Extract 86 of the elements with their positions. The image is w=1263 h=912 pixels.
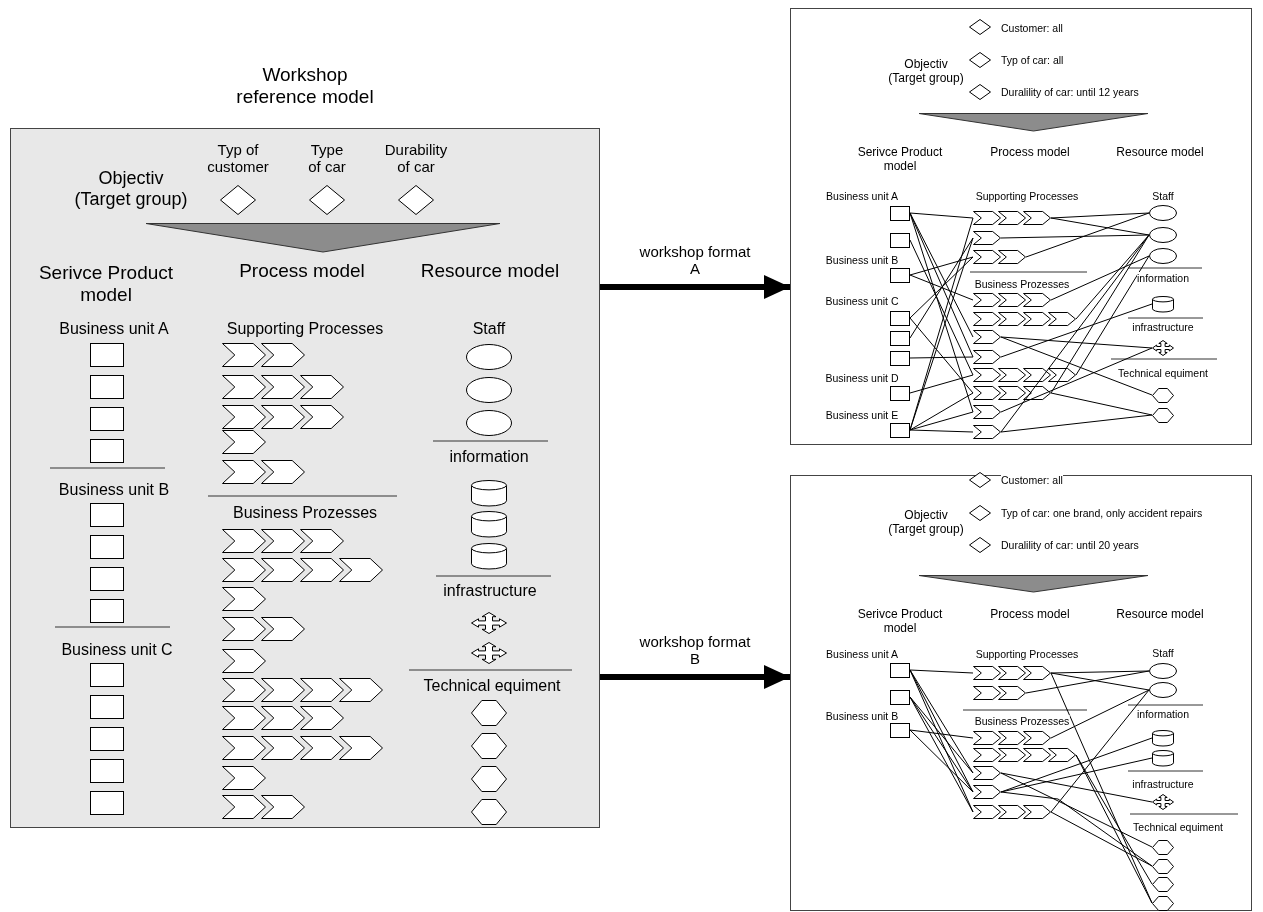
label-text: Supporting Processes xyxy=(226,319,384,339)
label-text: Supporting Processes xyxy=(975,189,1079,203)
label-text: Objectiv (Target group) xyxy=(73,168,189,210)
label-text: infrastructure xyxy=(1132,320,1194,334)
connector-line xyxy=(909,374,974,394)
label-text: Business Prozesses xyxy=(974,277,1070,291)
connector-line xyxy=(909,729,974,793)
label-text: Resource model xyxy=(420,260,560,282)
connector-line xyxy=(1000,772,1153,803)
connector-line xyxy=(1075,255,1150,376)
label-text: Technical equiment xyxy=(1133,820,1223,834)
label-text: Business unit A xyxy=(826,647,898,661)
connector-line xyxy=(1000,347,1153,413)
label-text: Typ of customer xyxy=(206,140,270,176)
label-text: Supporting Processes xyxy=(975,647,1079,661)
label-text: infrastructure xyxy=(443,581,537,601)
label-text: Duralility of car: until 20 years xyxy=(1001,538,1139,552)
label-text: Typ of car: one brand, only accident repairs xyxy=(1001,506,1203,520)
label-text: Duralility of car: until 12 years xyxy=(1001,85,1139,99)
label-text: Business unit C xyxy=(61,640,173,660)
connector-line xyxy=(909,256,974,319)
label-text: Staff xyxy=(1152,189,1174,203)
connector-line xyxy=(1000,737,1153,793)
connector-line xyxy=(1000,336,1153,349)
connector-line xyxy=(909,696,974,813)
label-text: Technical equiment xyxy=(1118,366,1208,380)
connector-line xyxy=(909,212,974,219)
connector-line xyxy=(909,392,974,431)
label-text: Business unit B xyxy=(825,253,899,267)
connector-line xyxy=(1000,303,1153,358)
label-text: Staff xyxy=(472,319,506,339)
label-text: Durability of car xyxy=(383,140,449,176)
connector-line xyxy=(909,239,974,376)
connector-line xyxy=(1050,689,1150,739)
connector-line xyxy=(1050,672,1153,904)
label-text: information xyxy=(1137,707,1189,721)
connector-line xyxy=(1000,336,1153,396)
connector-line xyxy=(1050,670,1150,674)
label-text: information xyxy=(449,447,529,467)
label-text: Staff xyxy=(1152,646,1174,660)
connector-line xyxy=(909,696,974,774)
panel-title: Workshop reference model xyxy=(235,64,375,108)
connector-line xyxy=(1050,392,1153,416)
label-text: Business unit B xyxy=(58,480,170,500)
connector-line xyxy=(1050,811,1153,867)
connector-line xyxy=(909,317,974,394)
connector-line xyxy=(1000,414,1153,433)
label-text: Technical equiment xyxy=(423,676,561,696)
flow-arrow xyxy=(600,275,790,299)
connector-line xyxy=(909,729,974,739)
label-text: Customer: all xyxy=(1001,473,1063,487)
label-text: Process model xyxy=(239,260,365,282)
connector-line xyxy=(1050,672,1150,691)
connector-line xyxy=(1000,757,1153,793)
label-text: Type of car xyxy=(307,140,347,176)
label-text: Business Prozesses xyxy=(974,714,1070,728)
connector-line xyxy=(909,256,974,276)
connector-line xyxy=(1000,234,1150,433)
format-panel xyxy=(790,475,1252,911)
connector-line xyxy=(909,356,974,359)
connector-line xyxy=(1050,212,1150,219)
connector-line xyxy=(909,237,974,339)
label-text: Business unit E xyxy=(825,408,899,422)
label-text: Business unit C xyxy=(825,294,899,308)
connector-line xyxy=(909,274,974,301)
connector-line xyxy=(909,429,974,433)
flow-arrow xyxy=(600,665,790,689)
connector-line xyxy=(1050,689,1150,813)
label-text: Business unit D xyxy=(825,371,899,385)
connector-line xyxy=(1000,772,1153,848)
label-text: Customer: all xyxy=(1001,21,1063,35)
label-text: information xyxy=(1137,271,1189,285)
label-text: Serivce Product model xyxy=(37,262,175,306)
connector-line xyxy=(1025,670,1150,694)
label-text: Business unit A xyxy=(826,189,898,203)
connector-line xyxy=(1000,234,1150,239)
label-text: Business unit B xyxy=(825,709,899,723)
connector-line xyxy=(1000,791,1153,867)
label-text: Typ of car: all xyxy=(1001,53,1064,67)
format-panel xyxy=(790,8,1252,445)
connector-line xyxy=(909,669,974,674)
label-text: Business Prozesses xyxy=(232,503,378,523)
connector-line xyxy=(1050,255,1150,301)
label-text: infrastructure xyxy=(1132,777,1194,791)
label-text: Business unit A xyxy=(59,319,169,339)
connector-line xyxy=(1025,212,1150,258)
